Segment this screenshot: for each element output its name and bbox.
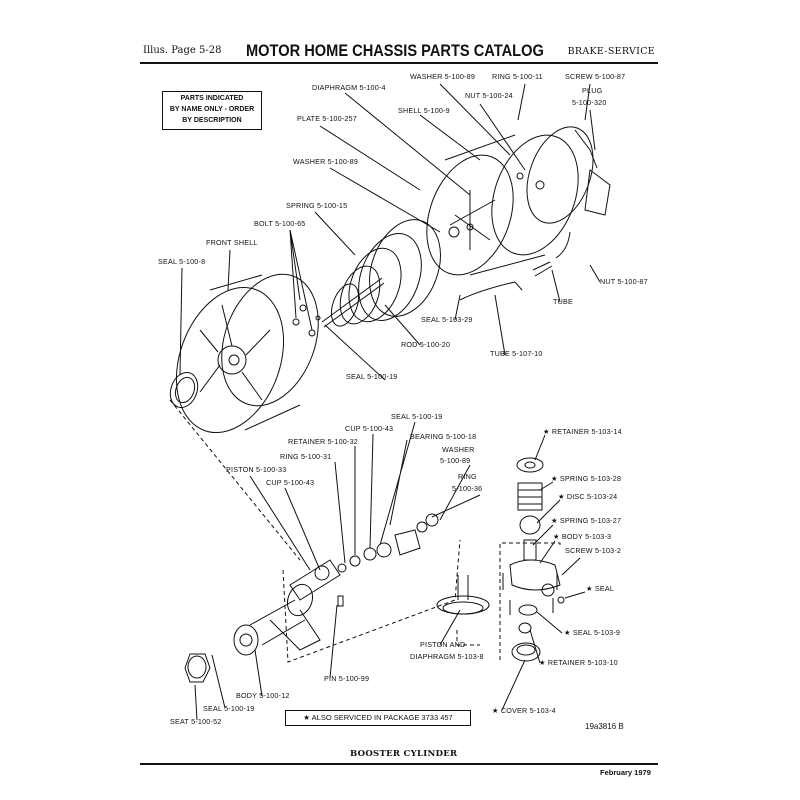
- label-nut-5-100-87: NUT 5-100-87: [600, 277, 648, 286]
- label-nut-top: NUT 5-100-24: [465, 91, 513, 100]
- label-seal-lower: SEAL 5-100-19: [391, 412, 443, 421]
- valve-stack-drawing: [502, 457, 565, 662]
- note-line: BY NAME ONLY - ORDER: [169, 106, 255, 113]
- label-cup-a: CUP 5-100-43: [345, 424, 394, 433]
- label-ring-31: RING 5-100-31: [280, 452, 332, 461]
- label-bearing: BEARING 5-100-18: [410, 432, 477, 441]
- publication-date: February 1979: [600, 768, 651, 777]
- leader-lines: [179, 83, 601, 721]
- footer-rule: [140, 763, 658, 765]
- label-seal-5-103-29: SEAL 5-103-29: [421, 315, 473, 324]
- label-washer-low: WASHER: [442, 445, 475, 454]
- label-piston-and: PISTON AND: [420, 640, 466, 649]
- figure-id: 19a3816 B: [585, 722, 624, 731]
- rear-shell-drawing: [426, 126, 611, 301]
- label-spring-5-103-27: ★ SPRING 5-103-27: [551, 516, 622, 525]
- label-diaphragm: DIAPHRAGM 5-100-4: [312, 83, 386, 92]
- label-tube: TUBE: [553, 297, 573, 306]
- dashed-guide-lines: [169, 399, 561, 663]
- label-plate: PLATE 5-100-257: [297, 114, 358, 123]
- label-body-5-103-3: ★ BODY 5-103-3: [553, 532, 612, 541]
- note-line: BY DESCRIPTION: [182, 117, 242, 124]
- label-seal-bottom: SEAL 5-100-19: [203, 704, 255, 713]
- label-seal-upper: SEAL 5-100-19: [346, 372, 398, 381]
- label-retainer-5-103-10: ★ RETAINER 5-103-10: [539, 658, 618, 667]
- label-bolt: BOLT 5-100-65: [254, 219, 306, 228]
- label-body-5-100-12: BODY 5-100-12: [236, 691, 290, 700]
- label-retainer-32: RETAINER 5-100-32: [288, 437, 358, 446]
- label-ring-36-number: 5-100-36: [452, 484, 483, 493]
- label-seal-5-100-8: SEAL 5-100-8: [158, 257, 206, 266]
- label-washer-mid: WASHER 5-100-89: [293, 157, 359, 166]
- page-title: MOTOR HOME CHASSIS PARTS CATALOG: [246, 41, 544, 60]
- label-piston: PISTON 5-100-33: [226, 465, 287, 474]
- label-front-shell: FRONT SHELL: [206, 238, 258, 247]
- label-tube-5-107-10: TUBE 5-107-10: [490, 349, 543, 358]
- section-label: BRAKE-SERVICE: [567, 46, 655, 57]
- label-spring: SPRING 5-100-15: [286, 201, 348, 210]
- label-spring-5-103-28: ★ SPRING 5-103-28: [551, 474, 622, 483]
- label-plug-number: 5-100-320: [572, 98, 607, 107]
- figure-caption: BOOSTER CYLINDER: [350, 749, 458, 759]
- label-cover: ★ COVER 5-103-4: [492, 706, 556, 715]
- label-diaphragm-5-103-8: DIAPHRAGM 5-103-8: [410, 652, 484, 661]
- label-screw-5-103-2: SCREW 5-103-2: [565, 546, 622, 555]
- label-retainer-5-103-14: ★ RETAINER 5-103-14: [543, 427, 622, 436]
- label-seal-5-103-9: ★ SEAL 5-103-9: [564, 628, 621, 637]
- label-pin: PIN 5-100-99: [324, 674, 370, 683]
- label-disc: ★ DISC 5-103-24: [558, 492, 618, 501]
- illus-page-number: Illus. Page 5-28: [143, 45, 222, 56]
- label-screw-top: SCREW 5-100-87: [565, 72, 626, 81]
- note-line: PARTS INDICATED: [180, 95, 244, 102]
- label-plug: PLUG: [582, 86, 603, 95]
- package-note: ★ ALSO SERVICED IN PACKAGE 3733 457: [285, 710, 471, 726]
- parts-note-box: PARTS INDICATED BY NAME ONLY - ORDER BY …: [162, 91, 262, 130]
- label-seal-star: ★ SEAL: [586, 584, 615, 593]
- spring-drawing: [292, 219, 441, 337]
- label-washer-low-number: 5-100-89: [440, 456, 471, 465]
- label-cup-b: CUP 5-100-43: [266, 478, 315, 487]
- label-shell: SHELL 5-100-9: [398, 106, 450, 115]
- header-rule: [140, 62, 658, 64]
- label-washer-top: WASHER 5-100-89: [410, 72, 476, 81]
- label-seat: SEAT 5-100-52: [170, 717, 222, 726]
- label-ring-top: RING 5-100-11: [492, 72, 543, 81]
- front-shell-drawing: [169, 273, 319, 434]
- label-ring-36: RING: [458, 472, 477, 481]
- label-rod: ROD 5-100-20: [401, 340, 451, 349]
- cylinder-assembly-drawing: [184, 513, 490, 683]
